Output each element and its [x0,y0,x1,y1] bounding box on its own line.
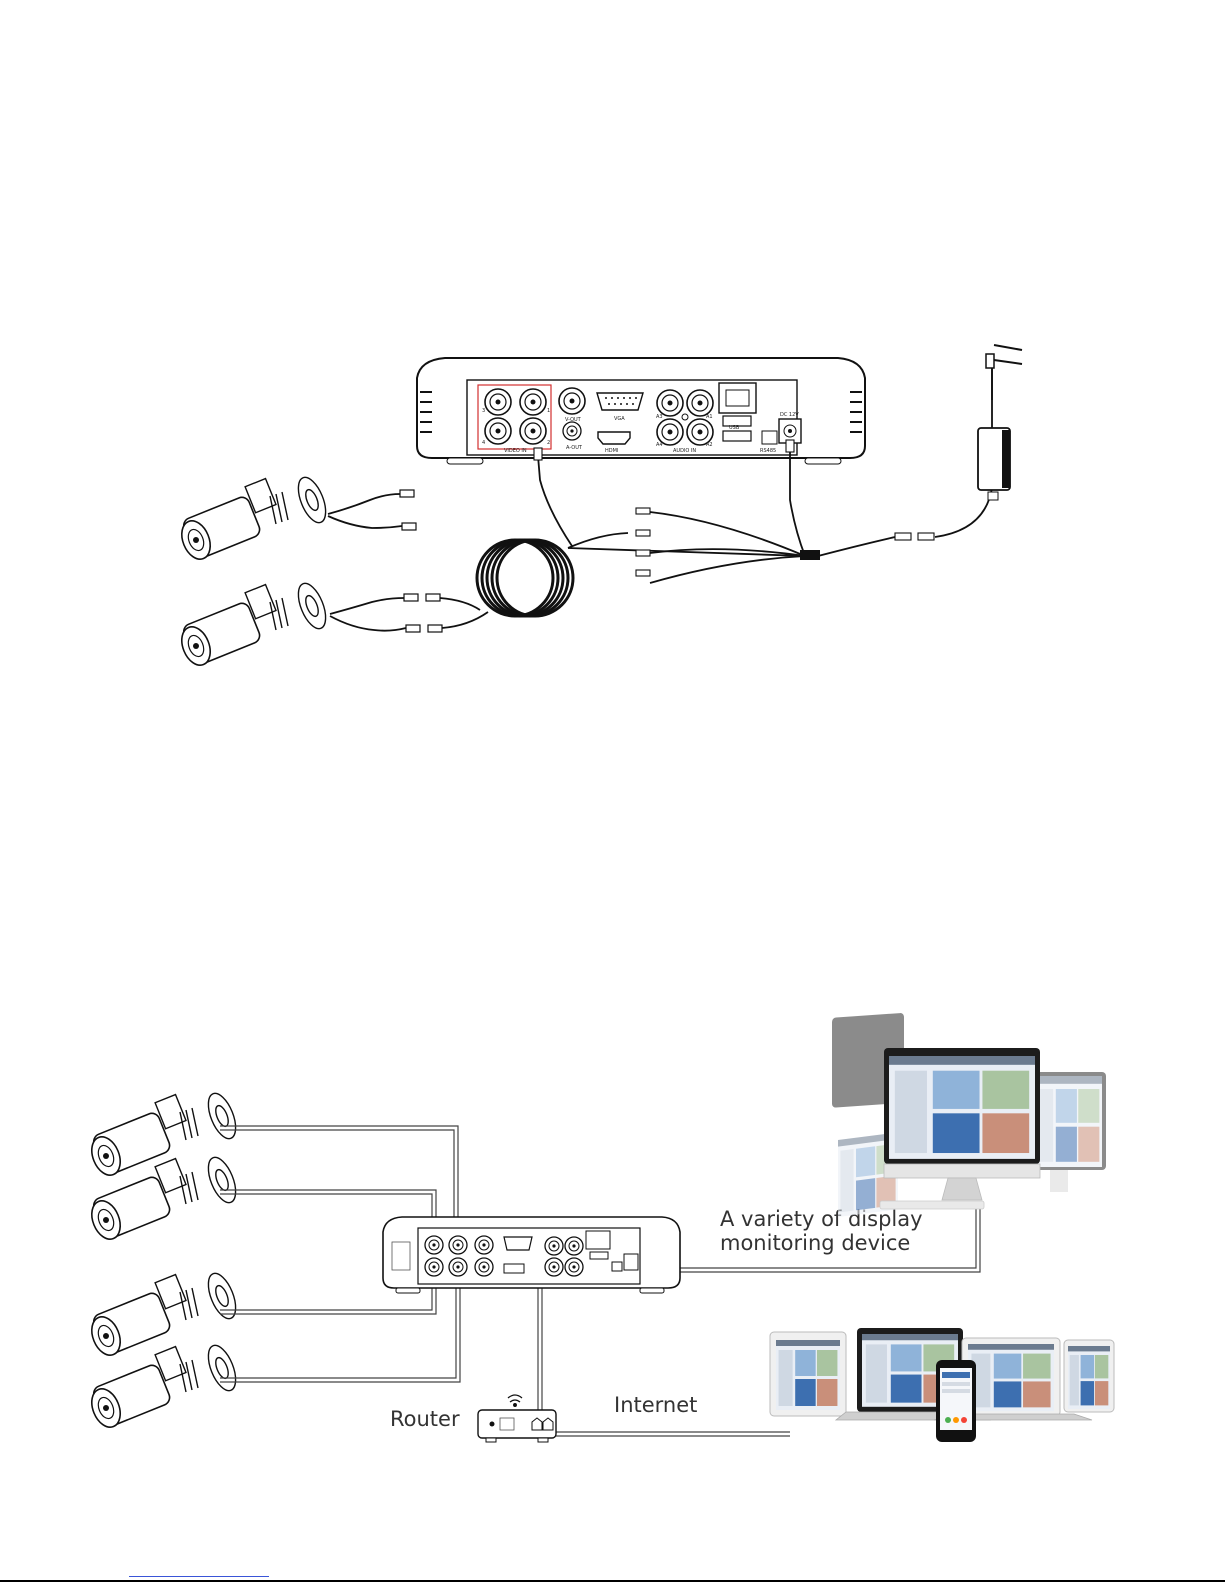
router-icon [478,1395,556,1442]
audio-port-icon [545,1258,563,1276]
vga-port-icon [504,1237,532,1250]
rs485-port-icon [612,1262,622,1271]
a-label: A3 [656,414,663,420]
dvr-rear-panel-small [383,1217,680,1293]
bnc-port-icon [485,418,511,444]
cable-coil [477,540,573,616]
bnc-port-icon [449,1258,467,1276]
top-diagram: VIDEO IN 3 1 4 2 V-OUT A-OUT VGA HDMI [176,345,1022,669]
vout-port-icon [559,388,585,414]
video-in-label: VIDEO IN [504,448,527,454]
dc-port-icon [624,1254,638,1270]
router-label: Router [390,1407,460,1431]
bullet-camera-icon [176,580,331,670]
aout-port-icon [563,422,581,440]
audio-port-icon [565,1258,583,1276]
aout-label: A-OUT [566,445,583,451]
display-label-line2: monitoring device [720,1231,910,1255]
usb-port-icon [590,1252,608,1259]
ch-label: 2 [547,440,550,446]
ch-label: 4 [482,440,485,446]
hdmi-label: HDMI [605,448,618,454]
ch-label: 1 [547,408,550,414]
bottom-diagram: A variety of display monitoring device R… [86,1013,1114,1442]
a-label: A1 [706,414,713,420]
audio-port-icon [545,1237,563,1255]
lan-port-icon [586,1231,610,1249]
display-label-line1: A variety of display [720,1207,923,1231]
wifi-icon [508,1395,522,1406]
a-label: A4 [656,442,663,448]
bnc-port-icon [449,1236,467,1254]
audio-port-icon [687,390,713,416]
desktop-monitors-icon [832,1013,1106,1217]
vout-port-icon [475,1236,493,1254]
vga-port-icon [597,393,643,410]
audio-in-label: AUDIO IN [673,448,696,454]
aout-port-icon [475,1258,493,1276]
rs485-label: RS485 [760,448,776,454]
cable-junction [800,550,820,560]
a-label: A2 [706,442,713,448]
hdmi-port-icon [504,1264,524,1273]
hdmi-port-icon [598,432,630,444]
bnc-port-icon [425,1258,443,1276]
dc-label: DC 12V [780,412,799,418]
bnc-port-icon [520,418,546,444]
mobile-devices-icon [770,1328,1114,1442]
power-adapter-icon [978,345,1022,500]
dvr-rear-panel: VIDEO IN 3 1 4 2 V-OUT A-OUT VGA HDMI [417,358,865,464]
internet-label: Internet [614,1393,697,1417]
ch-label: 3 [482,408,485,414]
footer-rule [0,1580,1225,1582]
usb-label: USB [729,425,740,431]
bnc-port-icon [425,1236,443,1254]
camera-pigtails [328,494,406,631]
vga-label: VGA [614,416,625,422]
bnc-port-icon [520,389,546,415]
footer-link-underline [129,1576,269,1577]
bullet-camera-icon [176,474,331,564]
usb-port-icon [723,431,751,441]
rs485-port-icon [762,431,777,444]
audio-port-icon [565,1237,583,1255]
bnc-port-icon [485,389,511,415]
audio-port-icon [657,390,683,416]
